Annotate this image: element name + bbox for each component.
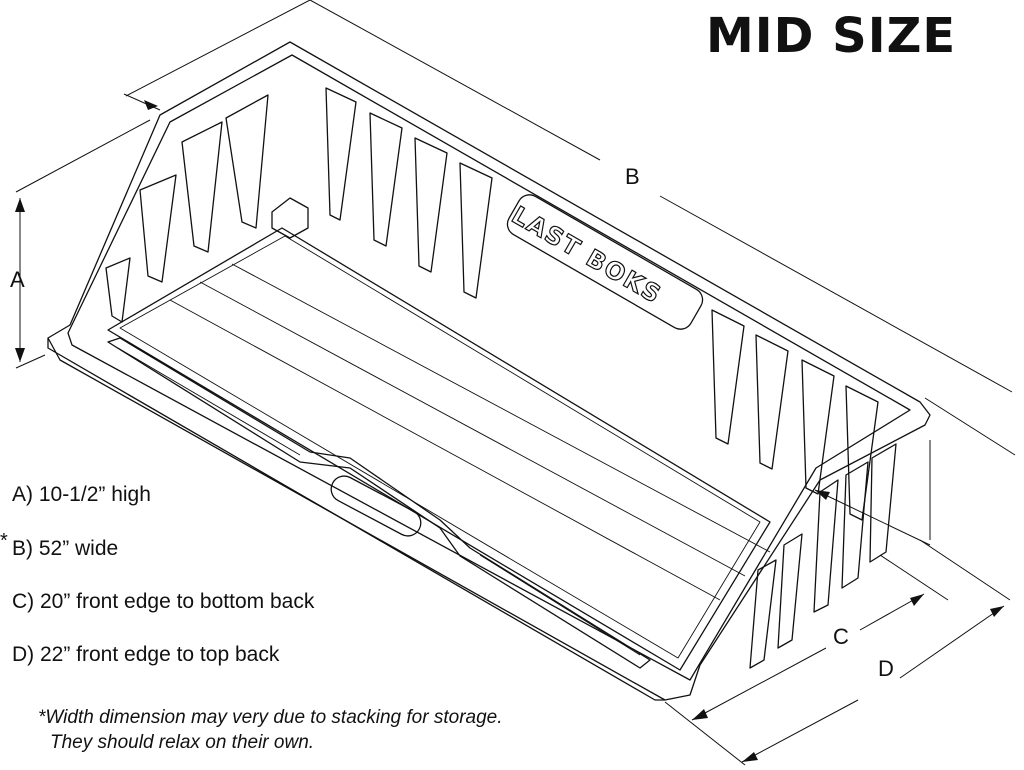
footnote-line-2: They should relax on their own. (50, 732, 315, 753)
dim-b-ext-left (123, 93, 161, 111)
end-slot (749, 559, 777, 669)
corner-boss (271, 197, 309, 239)
floor-inner (119, 235, 761, 659)
dim-a-label: A (10, 267, 25, 292)
dim-d-ext2 (664, 701, 746, 766)
dim-b-ext-right (924, 397, 1016, 456)
front-channel (107, 337, 651, 669)
spec-depth-top: D) 22” front edge to top back (12, 643, 280, 666)
logo-text: LAST BOKS (507, 201, 667, 309)
front-channel-inner (117, 347, 641, 656)
footnote: *Width dimension may very due to stackin… (38, 705, 503, 755)
dim-a-ext-bottom (15, 354, 46, 369)
spec-width: B) 52” wide (12, 537, 119, 560)
back-slot (369, 112, 403, 247)
back-slot (459, 162, 493, 299)
arrowhead (692, 709, 708, 720)
end-slot (139, 174, 177, 283)
arrowhead (144, 100, 158, 110)
front-lip (47, 338, 665, 701)
tray-floor (107, 227, 771, 671)
arrowhead (15, 348, 25, 362)
spec-depth-bottom: C) 20” front edge to bottom back (12, 590, 315, 613)
dim-d-line (741, 699, 859, 763)
dim-b-label: B (625, 164, 640, 189)
back-slot (325, 87, 357, 221)
dim-b-line-1 (125, 0, 311, 97)
footnote-marker: * (38, 707, 46, 728)
arrowhead (910, 594, 924, 606)
end-slot (225, 94, 269, 229)
logo-plate (506, 194, 704, 330)
dim-b-line-3 (659, 195, 1013, 393)
floor-rib (169, 299, 721, 601)
dim-b-line-2 (309, 0, 601, 161)
arrowhead (742, 752, 758, 762)
dim-c-label: C (833, 624, 849, 649)
end-slot (813, 479, 839, 613)
end-slot (777, 533, 803, 649)
end-slot (181, 121, 223, 253)
page-title: MID SIZE (706, 8, 957, 64)
back-slot (711, 309, 745, 445)
dim-d-label: D (878, 656, 894, 681)
asterisk-marker: * (0, 530, 8, 552)
footnote-line-1: Width dimension may very due to stacking… (45, 707, 503, 728)
spec-height: A) 10-1/2” high (12, 483, 151, 506)
floor-rib (231, 263, 771, 553)
arrowhead (990, 606, 1004, 617)
dim-callout (814, 489, 931, 546)
dim-d-line-2 (899, 605, 1005, 679)
back-slot (845, 385, 879, 521)
end-slot (105, 257, 131, 323)
back-slot (755, 334, 789, 470)
dim-a-ext-top (15, 119, 151, 193)
arrowhead (15, 198, 25, 212)
dim-d-ext (919, 539, 1011, 601)
end-slot (869, 443, 897, 563)
floor-rib (199, 281, 746, 577)
back-slot (414, 137, 448, 273)
end-slot (841, 461, 869, 589)
back-slot (801, 359, 835, 495)
hand-hole (330, 475, 422, 537)
tray-inner-rim (67, 54, 911, 681)
dim-c-line (691, 647, 827, 721)
dim-c-ext2 (879, 554, 949, 601)
arrowhead (815, 490, 830, 500)
